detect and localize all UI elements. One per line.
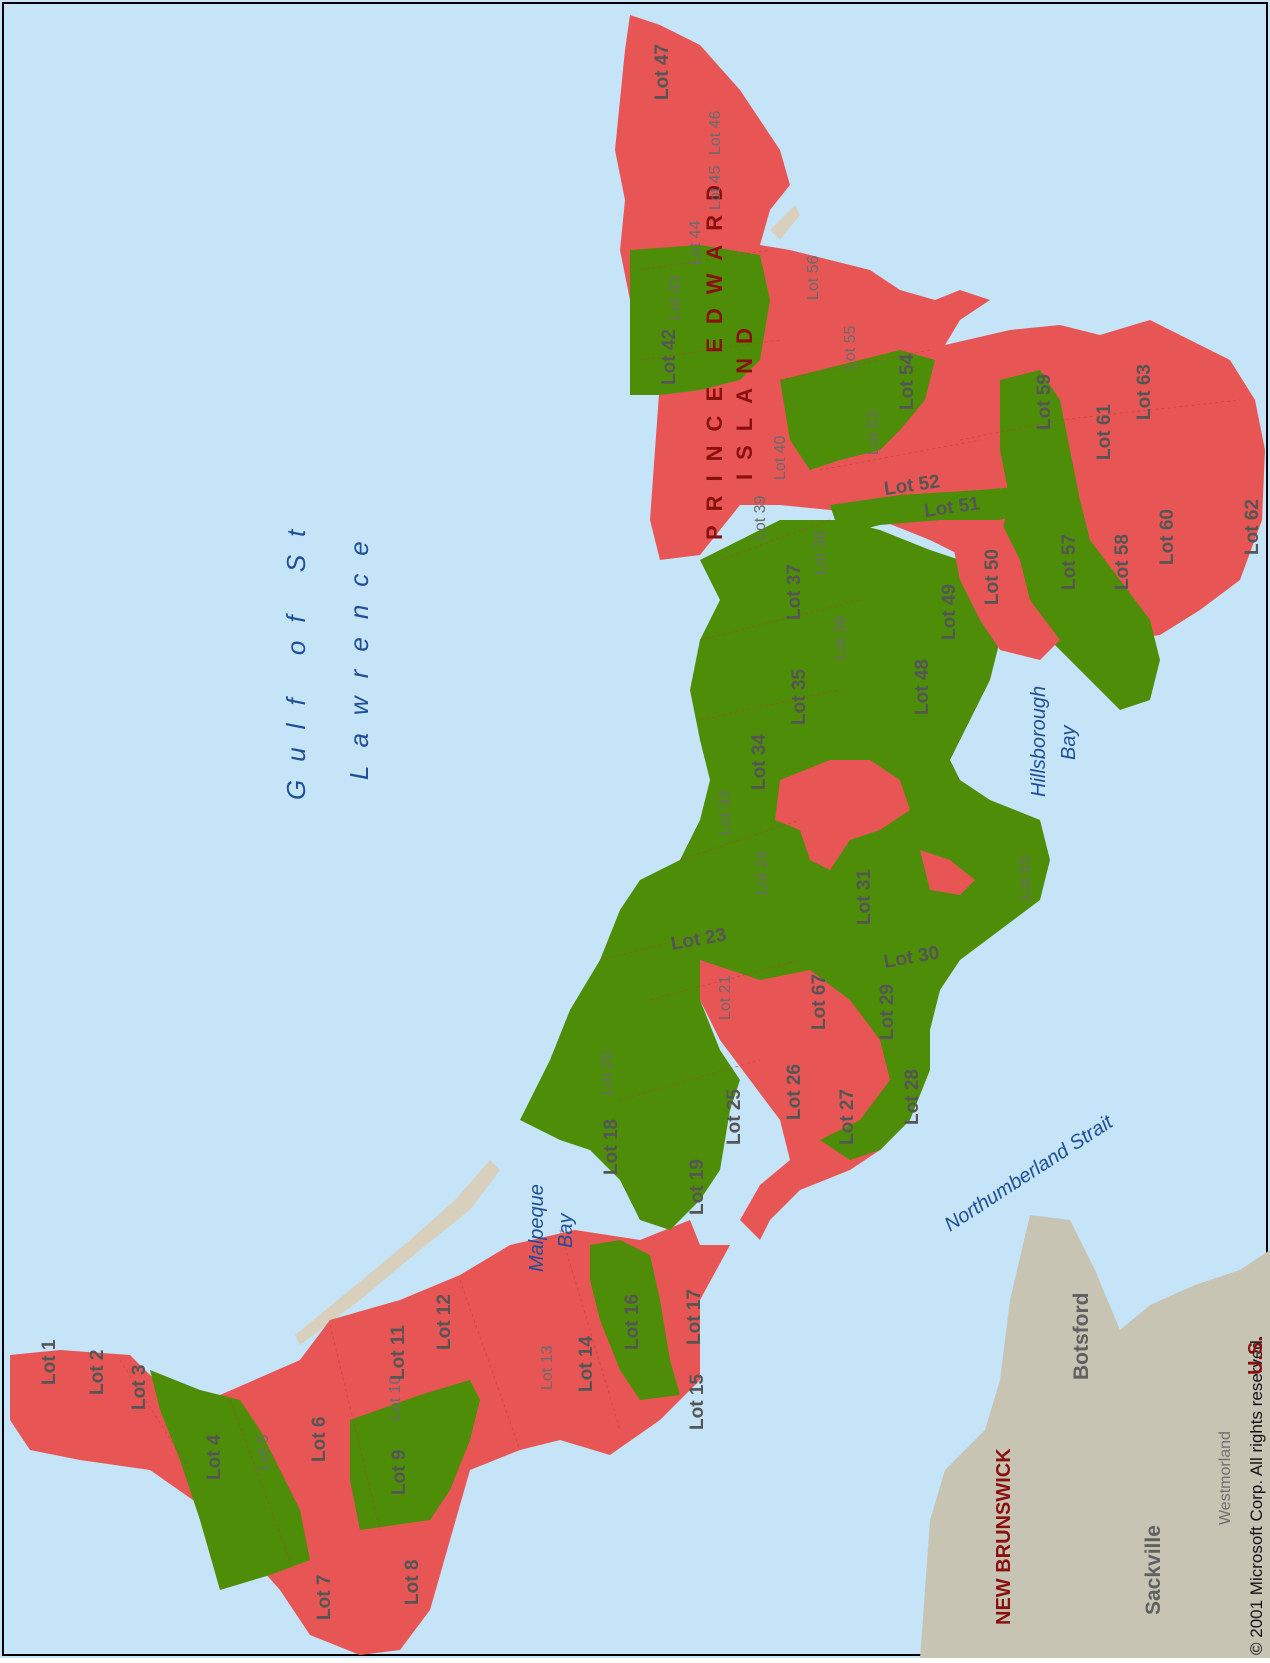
lot-label-lot-38: Lot 38 [812, 530, 829, 575]
lot-label-lot-33: Lot 33 [717, 790, 734, 835]
malpeque-label-line2: Bay [555, 1213, 577, 1248]
lot-label-lot-10: Lot 10 [387, 1375, 404, 1420]
lot-label-lot-53: Lot 53 [865, 410, 882, 455]
lot-label-lot-27: Lot 27 [837, 1089, 858, 1145]
lot-label-lot-54: Lot 54 [897, 354, 918, 410]
gulf-label-line1: Gulf of St [281, 512, 311, 800]
lot-label-lot-39: Lot 39 [752, 495, 769, 540]
lot-label-lot-47: Lot 47 [652, 44, 673, 100]
hillsborough-label-line1: Hillsborough [1028, 686, 1050, 797]
lot-label-lot-37: Lot 37 [784, 564, 805, 620]
lot-label-lot-63: Lot 63 [1134, 364, 1155, 420]
sand-spit [295, 1160, 500, 1345]
lot-label-lot-6: Lot 6 [309, 1417, 330, 1462]
green-lots-west [150, 1370, 480, 1590]
copyright-notice: © 2001 Microsoft Corp. All rights reserv… [1247, 1335, 1266, 1655]
lot-label-lot-50: Lot 50 [982, 549, 1003, 605]
lot-label-lot-21: Lot 21 [717, 975, 734, 1020]
lot-label-lot-7: Lot 7 [314, 1575, 335, 1620]
westmorland-label: Westmorland [1217, 1431, 1234, 1525]
lot-label-lot-17: Lot 17 [684, 1289, 705, 1345]
lot-label-lot-49: Lot 49 [939, 584, 960, 640]
lot-label-lot-11: Lot 11 [388, 1325, 409, 1380]
us-label-fragment: U.S. [1245, 1336, 1267, 1375]
botsford-label: Botsford [1070, 1293, 1093, 1381]
lot-label-lot-31: Lot 31 [854, 869, 875, 925]
lot-label-lot-24: Lot 24 [754, 850, 771, 895]
gulf-label-line2: Lawrence [344, 523, 374, 780]
lot-label-lot-36: Lot 36 [832, 615, 849, 660]
mainland-new-brunswick [920, 1215, 1270, 1658]
lot-label-lot-2: Lot 2 [87, 1350, 108, 1395]
lot-label-lot-1: Lot 1 [39, 1339, 60, 1385]
lot-label-lot-20: Lot 20 [599, 1050, 616, 1095]
lot-label-lot-65: Lot 65 [1017, 855, 1034, 900]
red-inset-lot-50 [950, 520, 1060, 660]
malpeque-label-line1: Malpeque [526, 1184, 548, 1272]
gulf-label: Gulf of St Lawrence [281, 512, 374, 800]
island-red-base [10, 15, 1265, 1655]
lot-labels: Lot 1 Lot 2 Lot 3 Lot 4 Lot 5 Lot 6 Lot 7 Lot 8… [39, 44, 1263, 1620]
lot-label-lot-60: Lot 60 [1157, 509, 1178, 565]
lot-label-lot-40: Lot 40 [772, 435, 789, 480]
lot-label-lot-62: Lot 62 [1242, 499, 1263, 555]
lot-label-lot-67: Lot 67 [809, 974, 830, 1030]
lot-label-lot-19: Lot 19 [687, 1159, 708, 1215]
lot-label-lot-16: Lot 16 [622, 1294, 643, 1350]
lot-label-lot-34: Lot 34 [749, 734, 770, 790]
red-inset-central [775, 760, 975, 895]
green-lots-central [520, 520, 1050, 1230]
lot-label-lot-12: Lot 12 [434, 1294, 455, 1350]
lot-label-lot-8: Lot 8 [402, 1560, 423, 1605]
lot-label-lot-15: Lot 15 [687, 1374, 708, 1430]
lot-label-lot-42: Lot 42 [659, 329, 680, 385]
lot-label-lot-48: Lot 48 [912, 659, 933, 715]
lot-label-lot-44: Lot 44 [687, 220, 704, 265]
lot-label-lot-58: Lot 58 [1112, 534, 1133, 590]
lot-label-lot-56: Lot 56 [805, 255, 822, 300]
lot-label-lot-25: Lot 25 [724, 1089, 745, 1145]
lot-label-lot-3: Lot 3 [129, 1365, 150, 1410]
lot-label-lot-55: Lot 55 [842, 325, 859, 370]
lot-label-lot-9: Lot 9 [389, 1450, 410, 1495]
island-label-line2: ISLAND [732, 314, 757, 480]
lot-label-lot-61: Lot 61 [1094, 404, 1115, 460]
lot-label-lot-35: Lot 35 [789, 669, 810, 725]
lot-label-lot-14: Lot 14 [576, 1336, 597, 1392]
lot-label-lot-4: Lot 4 [204, 1434, 225, 1480]
lot-label-lot-13: Lot 13 [539, 1345, 556, 1390]
lot-label-lot-45: Lot 45 [707, 165, 724, 210]
green-lot-16 [590, 1240, 680, 1400]
lot-label-lot-29: Lot 29 [877, 984, 898, 1040]
hillsborough-label-line2: Bay [1058, 725, 1080, 760]
lot-label-lot-18: Lot 18 [601, 1119, 622, 1175]
lot-boundaries [119, 249, 1241, 1561]
lot-label-lot-28: Lot 28 [902, 1069, 923, 1125]
lot-label-lot-26: Lot 26 [784, 1064, 805, 1120]
lot-label-lot-5: Lot 5 [255, 1434, 272, 1470]
lot-label-lot-59: Lot 59 [1034, 374, 1055, 430]
new-brunswick-label: NEW BRUNSWICK [993, 1448, 1015, 1625]
sackville-label: Sackville [1142, 1525, 1165, 1615]
island-label-line1: PRINCE EDWARD [702, 171, 727, 540]
lot-label-lot-43: Lot 43 [667, 275, 684, 320]
lot-label-lot-57: Lot 57 [1059, 534, 1080, 590]
lot-label-lot-46: Lot 46 [707, 110, 724, 155]
